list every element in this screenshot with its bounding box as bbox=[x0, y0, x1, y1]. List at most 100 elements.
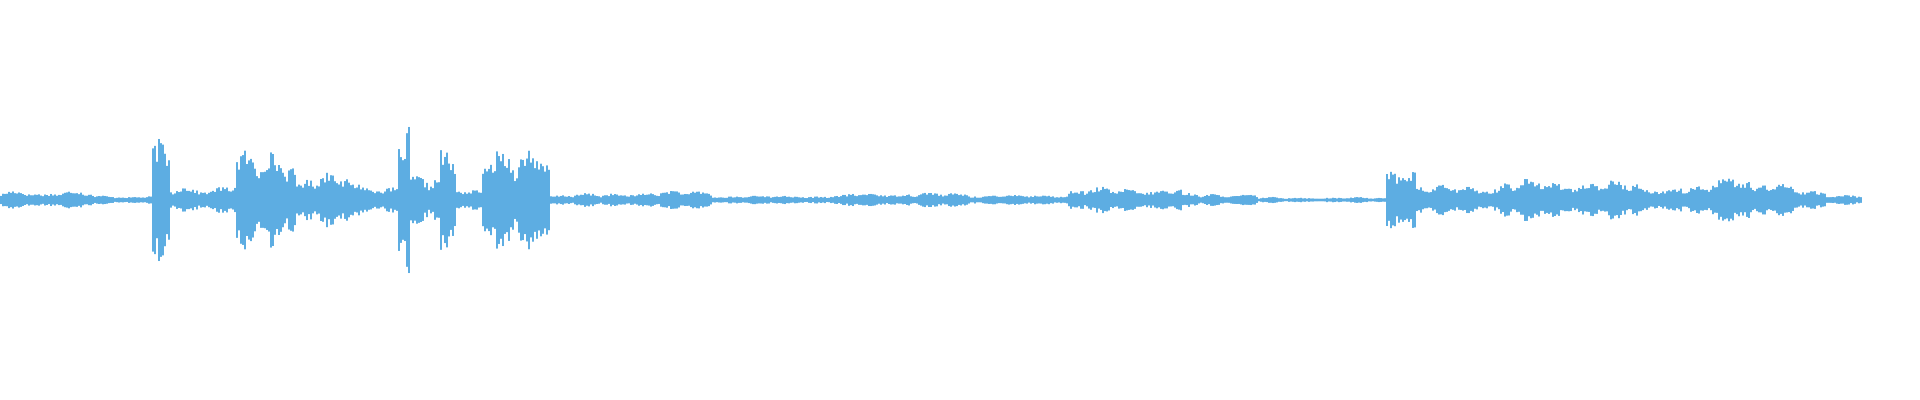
waveform-bar bbox=[910, 196, 912, 204]
waveform-bar bbox=[482, 173, 484, 227]
waveform-bar bbox=[1066, 196, 1068, 204]
waveform-bar bbox=[410, 179, 412, 221]
waveform-bar bbox=[1606, 188, 1608, 212]
waveform-bar bbox=[1198, 196, 1200, 204]
waveform-bar bbox=[1540, 189, 1542, 211]
waveform-bar bbox=[106, 196, 108, 204]
waveform-bar bbox=[526, 158, 528, 242]
waveform-bar bbox=[1218, 195, 1220, 205]
waveform-bar bbox=[1670, 191, 1672, 209]
waveform-bar bbox=[1636, 184, 1638, 216]
waveform-bar bbox=[786, 196, 788, 204]
waveform-bar bbox=[242, 155, 244, 245]
waveform-bar bbox=[464, 192, 466, 208]
waveform-bar bbox=[762, 196, 764, 204]
waveform-bar bbox=[1140, 193, 1142, 207]
waveform-bar bbox=[732, 197, 734, 203]
waveform-bar bbox=[892, 195, 894, 205]
waveform-bar bbox=[1082, 191, 1084, 209]
waveform-bar bbox=[1830, 197, 1832, 203]
waveform-bar bbox=[814, 196, 816, 204]
waveform-bar bbox=[690, 192, 692, 208]
waveform-bar bbox=[1192, 195, 1194, 205]
waveform-bar bbox=[1076, 192, 1078, 208]
waveform-bar bbox=[1202, 196, 1204, 204]
waveform-bar bbox=[226, 187, 228, 213]
waveform-bar bbox=[1458, 190, 1460, 210]
waveform-bar bbox=[1068, 193, 1070, 207]
waveform-bar bbox=[1488, 193, 1490, 207]
waveform-bar bbox=[1538, 183, 1540, 217]
waveform-bar bbox=[358, 184, 360, 216]
waveform-bar bbox=[694, 192, 696, 208]
waveform-bar bbox=[1838, 196, 1840, 204]
waveform-bar bbox=[1078, 193, 1080, 207]
waveform-bar bbox=[1296, 198, 1298, 202]
waveform-bar bbox=[566, 196, 568, 204]
waveform-bar bbox=[108, 196, 110, 204]
waveform-bar bbox=[654, 195, 656, 205]
waveform-bar bbox=[998, 196, 1000, 204]
waveform-bar bbox=[738, 197, 740, 203]
waveform-bar bbox=[568, 196, 570, 204]
waveform-bar bbox=[1854, 196, 1856, 204]
waveform-bar bbox=[898, 196, 900, 204]
waveform-bar bbox=[996, 196, 998, 204]
waveform-bar bbox=[816, 196, 818, 204]
waveform-bar bbox=[872, 194, 874, 206]
waveform-bar bbox=[1840, 196, 1842, 204]
waveform-bar bbox=[1394, 173, 1396, 227]
waveform-bar bbox=[1790, 186, 1792, 214]
waveform-bar bbox=[368, 190, 370, 210]
waveform-bar bbox=[1332, 197, 1334, 203]
waveform-bar bbox=[538, 169, 540, 231]
waveform-bar bbox=[1784, 187, 1786, 213]
waveform-bar bbox=[1692, 188, 1694, 212]
waveform-bar bbox=[1010, 195, 1012, 205]
waveform-bar bbox=[656, 195, 658, 205]
waveform-bar bbox=[612, 195, 614, 205]
waveform-bar bbox=[528, 150, 530, 250]
waveform-bar bbox=[162, 144, 164, 256]
waveform-bar bbox=[1858, 196, 1860, 204]
waveform-bar bbox=[824, 196, 826, 204]
waveform-bar bbox=[978, 197, 980, 203]
waveform-bar bbox=[1634, 187, 1636, 213]
waveform-bar bbox=[1154, 192, 1156, 208]
waveform-bar bbox=[46, 195, 48, 205]
waveform-bar bbox=[702, 192, 704, 208]
waveform-bar bbox=[1580, 188, 1582, 212]
waveform-bar bbox=[1492, 193, 1494, 207]
waveform-bar bbox=[630, 195, 632, 205]
waveform-bar bbox=[718, 197, 720, 203]
waveform-bar bbox=[802, 197, 804, 203]
waveform-bar bbox=[1210, 194, 1212, 206]
waveform-bar bbox=[256, 176, 258, 224]
waveform-bar bbox=[496, 151, 498, 249]
waveform-bar bbox=[1160, 191, 1162, 209]
waveform-bar bbox=[1014, 195, 1016, 205]
waveform-bar bbox=[1706, 189, 1708, 211]
waveform-bar bbox=[1672, 189, 1674, 211]
waveform-bar bbox=[1000, 196, 1002, 204]
waveform-bar bbox=[1130, 190, 1132, 210]
waveform-bar bbox=[1748, 182, 1750, 218]
waveform-bar bbox=[968, 196, 970, 204]
waveform-bar bbox=[1236, 196, 1238, 204]
waveform-bar bbox=[858, 195, 860, 205]
waveform-bar bbox=[1438, 185, 1440, 215]
waveform-bar bbox=[1224, 197, 1226, 203]
waveform-bars bbox=[0, 126, 1862, 274]
waveform-bar bbox=[170, 192, 172, 208]
waveform-bar bbox=[592, 193, 594, 207]
waveform-bar bbox=[1574, 189, 1576, 211]
waveform-bar bbox=[412, 176, 414, 224]
waveform-bar bbox=[1346, 198, 1348, 202]
waveform-bar bbox=[148, 196, 150, 204]
waveform-bar bbox=[1448, 189, 1450, 211]
waveform-bar bbox=[1272, 196, 1274, 204]
waveform-bar bbox=[828, 197, 830, 203]
waveform-bar bbox=[646, 194, 648, 206]
waveform-bar bbox=[1512, 190, 1514, 210]
waveform-bar bbox=[1162, 190, 1164, 210]
